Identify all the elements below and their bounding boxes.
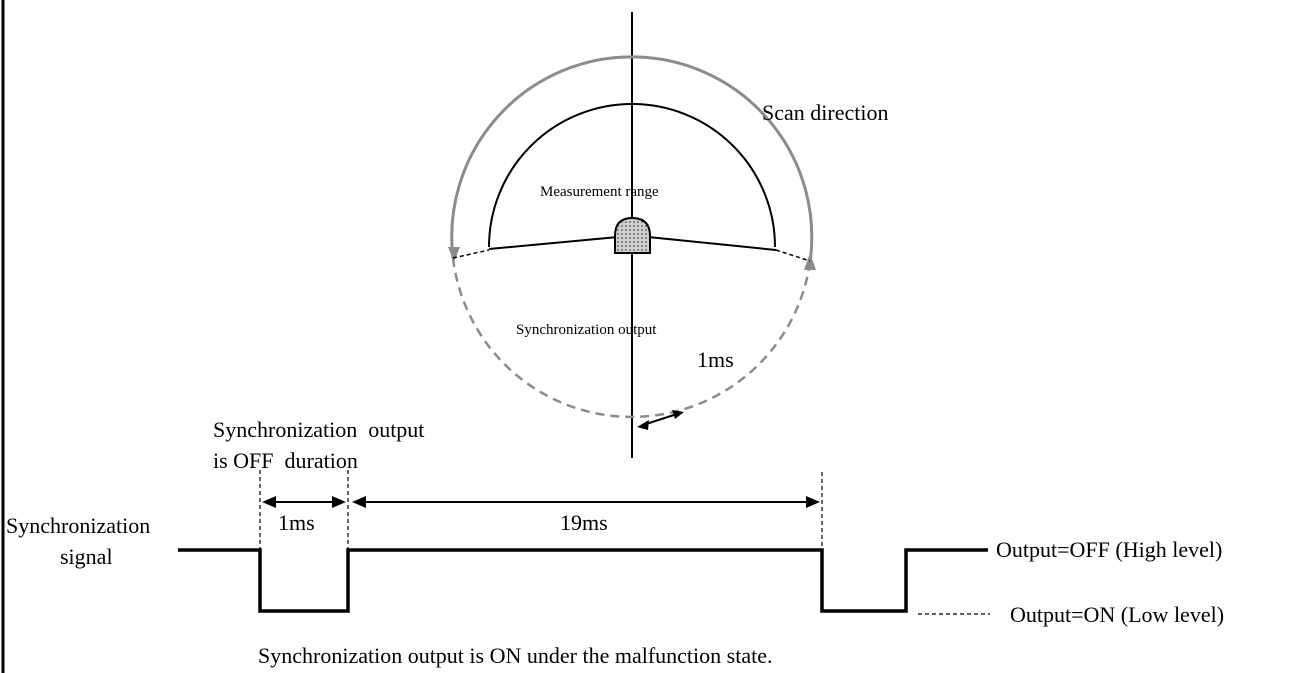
range-boundary-right <box>647 236 777 251</box>
signal-label-line2: signal <box>60 544 113 569</box>
arrow-head-icon <box>806 496 820 508</box>
range-extension-right <box>775 249 811 262</box>
scan-arc-dashed <box>451 257 812 419</box>
off-duration-label-line2: is OFF duration <box>213 448 358 473</box>
output-on-label: Output=ON (Low level) <box>1010 602 1224 627</box>
arrow-head-icon <box>352 496 366 508</box>
measurement-range-arc <box>488 103 776 248</box>
arrow-head-icon <box>804 253 816 270</box>
arrow-head-icon <box>332 496 346 508</box>
output-off-label: Output=OFF (High level) <box>996 537 1222 562</box>
signal-label-line1: Synchronization <box>6 513 150 538</box>
arrow-head-icon <box>262 496 276 508</box>
arrow-head-icon <box>448 247 460 262</box>
pulse-width-label: 1ms <box>278 510 315 535</box>
scan-arc-solid <box>450 55 814 263</box>
arc-duration-label: 1ms <box>697 347 734 372</box>
scan-direction-label: Scan direction <box>762 100 888 125</box>
measurement-range-label: Measurement range <box>540 184 659 200</box>
sync-output-arc-label: Synchronization output <box>516 322 657 338</box>
malfunction-note: Synchronization output is ON under the m… <box>258 643 772 668</box>
range-boundary-left <box>488 236 619 250</box>
range-extension-left <box>452 249 490 259</box>
off-duration-label-line1: Synchronization output <box>213 417 424 442</box>
arrow-head-icon <box>637 420 649 430</box>
arrow-head-icon <box>672 410 684 419</box>
sensor-head-icon <box>614 216 651 254</box>
signal-waveform <box>178 548 988 613</box>
period-label: 19ms <box>560 510 608 535</box>
